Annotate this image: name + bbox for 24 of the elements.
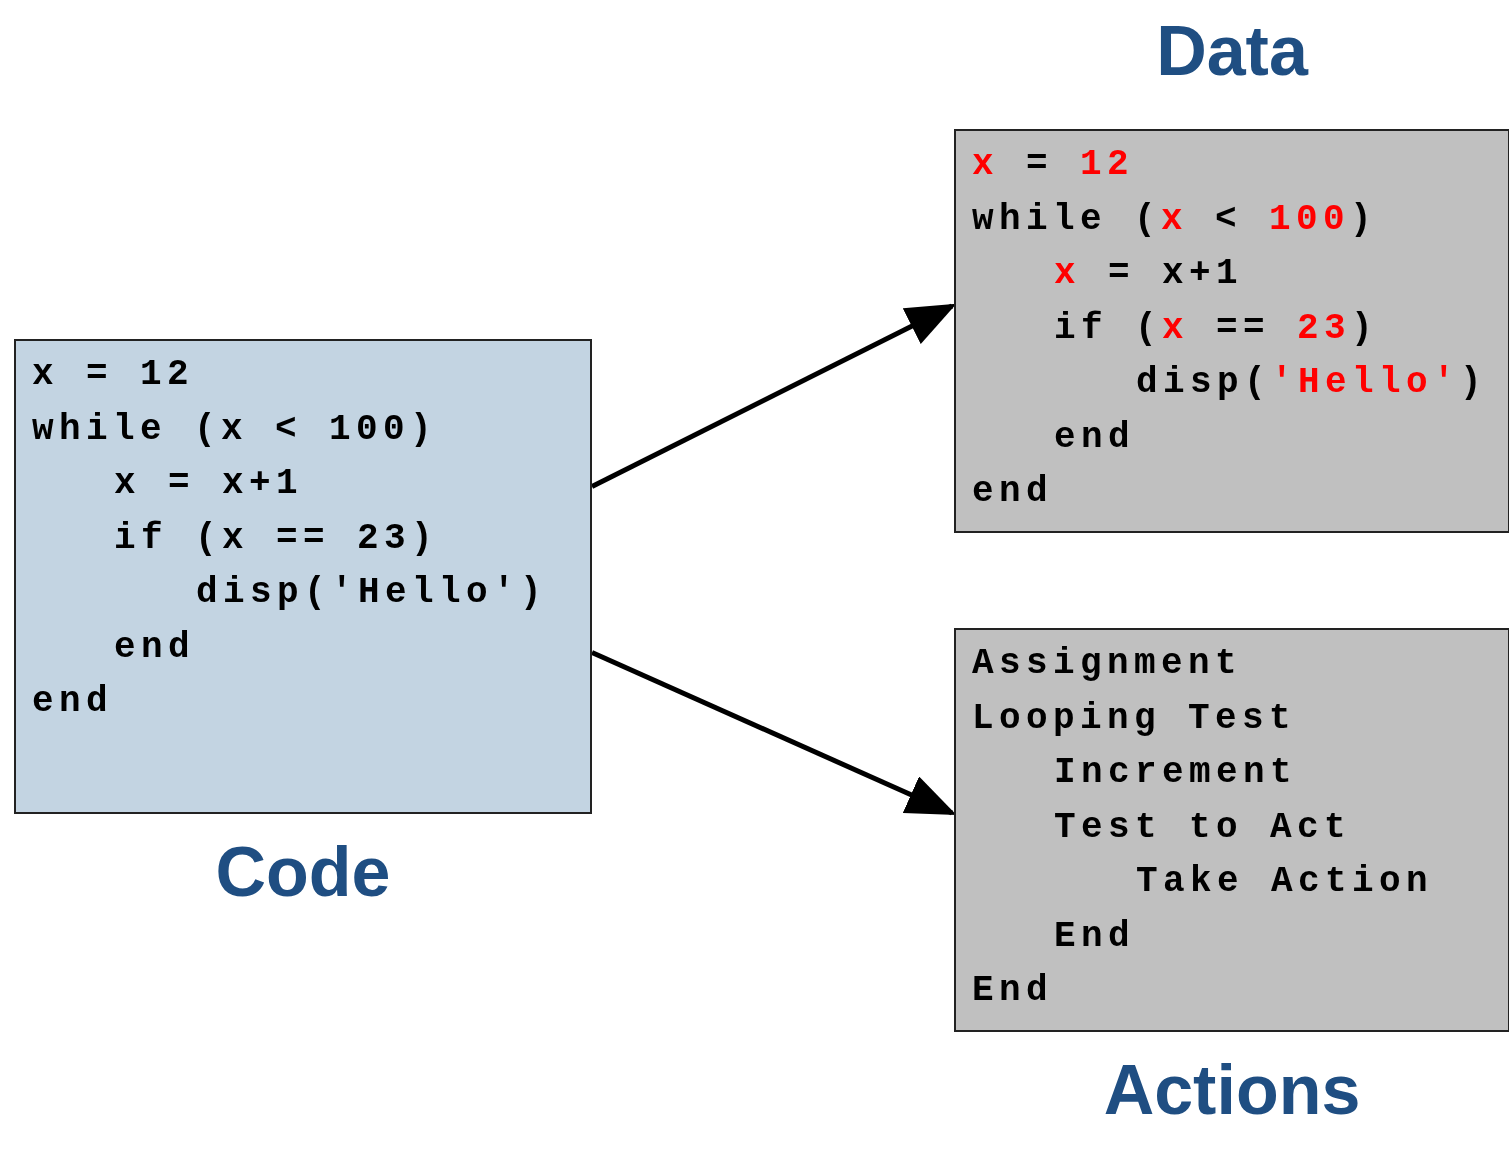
code-line: disp('Hello') [1136,363,1488,403]
code-line: End [972,971,1053,1011]
code-line: disp('Hello') [196,573,548,613]
code-line: end [114,627,195,668]
code-line: x = 12 [32,355,195,395]
code-line: x = x+1 [1054,254,1244,294]
code-line: Looping Test [972,698,1297,739]
code-line: End [1054,916,1135,957]
code-line: Test to Act [1054,807,1352,848]
code-line: end [32,682,113,722]
code-line: while (x < 100) [972,199,1378,240]
code-line: Increment [1054,753,1298,793]
code-line: end [1054,417,1135,458]
code-line: if (x == 23) [1054,308,1379,349]
panel-heading: Data [1155,11,1310,91]
code-line: Take Action [1136,862,1434,902]
code-line: end [972,472,1053,512]
code-line: x = 12 [972,145,1135,185]
code-line: while (x < 100) [32,409,438,450]
code-line: Assignment [972,644,1243,684]
code-line: x = x+1 [114,464,304,504]
panel-heading: Actions [1102,1050,1362,1130]
panel-heading: Code [214,832,392,912]
code-line: if (x == 23) [114,518,439,559]
